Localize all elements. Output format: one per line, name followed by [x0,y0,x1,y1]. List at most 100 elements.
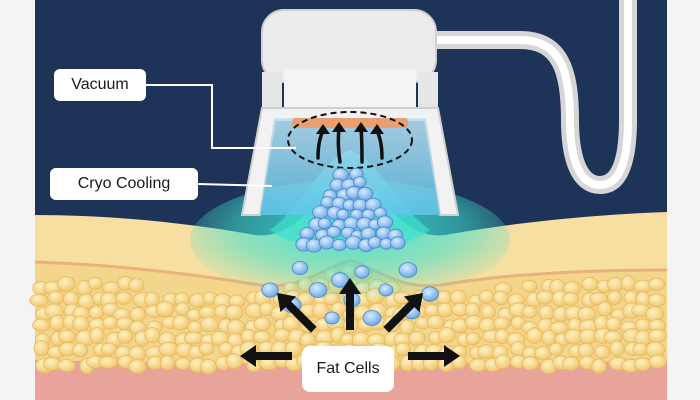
fat-cell [129,360,147,374]
fat-cell [73,343,88,357]
fat-cell [57,277,75,292]
applicator-side-right [418,72,438,112]
fat-cell [130,307,145,322]
fat-cell [73,316,89,332]
fat-cell [254,317,271,330]
fat-cell [563,357,580,370]
fat-cell [649,355,666,368]
fat-cell [184,332,203,344]
fat-cell [592,359,607,373]
fat-cell [494,317,510,330]
fat-cell [48,291,64,304]
fat-cell [58,330,75,342]
fat-cell [438,328,455,343]
fat-cell [33,319,50,331]
fat-cell [437,303,452,317]
left-side-panel [0,0,35,400]
fat-cell [608,291,622,305]
fat-cell [101,343,117,355]
fat-cell [145,327,160,342]
fat-cell [649,278,665,290]
applicator-side-left [262,72,282,112]
frozen-fat-cell [313,206,329,219]
up-arrow-icon [338,128,340,162]
fat-cell [522,357,539,370]
fat-cell [427,316,443,329]
fat-cell [118,330,133,344]
fat-cell [116,292,132,305]
vacuum-label: Vacuum [54,69,146,101]
frozen-fat-cell [292,261,308,274]
fat-cell [634,358,651,371]
fat-cell [648,329,666,342]
fat-cell [523,306,537,318]
up-arrow-icon [361,128,362,162]
fat-cell [466,333,481,345]
fat-cell [89,306,103,320]
fat-cell [481,305,495,319]
frozen-fat-cell [309,283,327,298]
fat-cell [159,342,178,356]
frozen-fat-cell [391,237,406,249]
frozen-fat-cell [379,284,393,296]
frozen-fat-cell [262,283,279,297]
frozen-fat-cell [368,237,382,249]
cryo-cooling-label: Cryo Cooling [50,168,198,200]
fat-cell [549,343,563,355]
fat-cell [598,302,612,317]
fat-cell [494,291,509,305]
fat-cell [450,290,466,304]
frozen-fat-cell [355,266,370,278]
fat-cell [610,341,624,357]
fat-cell [199,306,216,318]
fat-cell [633,343,648,356]
fat-cell [199,343,214,355]
fat-cell [129,279,144,292]
fat-cell [145,292,160,307]
fat-cell [156,301,174,316]
fat-cell [99,356,118,368]
fat-cells-label: Fat Cells [302,346,394,392]
fat-cell [30,294,48,306]
fat-cell [595,345,610,358]
fat-cell [563,293,579,306]
frozen-fat-cell [363,311,381,326]
frozen-fat-cell [399,263,417,278]
frozen-fat-cell [354,177,367,188]
fat-cell [225,305,243,320]
fat-cell [621,276,635,291]
fat-cell [479,290,494,303]
fat-cell [536,291,554,304]
applicator-body [284,70,416,110]
fat-cell [495,355,510,369]
fat-cell [409,331,426,345]
fat-cell [34,340,49,355]
fat-cell [201,317,219,332]
fat-cell [173,315,190,330]
fat-cell [201,359,217,374]
fat-cell [527,328,543,344]
fat-cell [648,294,666,306]
fat-cell [437,291,452,304]
fat-cell [160,356,174,371]
fat-cell [90,328,105,344]
frozen-fat-cell [325,312,339,324]
fat-cell [103,316,118,329]
fat-cell [396,343,411,356]
fat-cell [88,277,102,289]
fat-cell [58,359,75,371]
frozen-fat-cell [319,236,335,249]
fat-cell [50,315,65,330]
fat-cell [522,280,538,292]
fat-cell [175,358,190,370]
frozen-fat-cell [332,239,346,251]
frozen-fat-cell [422,287,439,301]
fat-cell [578,343,593,358]
fat-cell [582,277,598,291]
fat-cell [606,317,621,330]
fat-cell [226,354,242,369]
frozen-fat-cell [318,218,331,229]
right-side-panel [667,0,700,400]
